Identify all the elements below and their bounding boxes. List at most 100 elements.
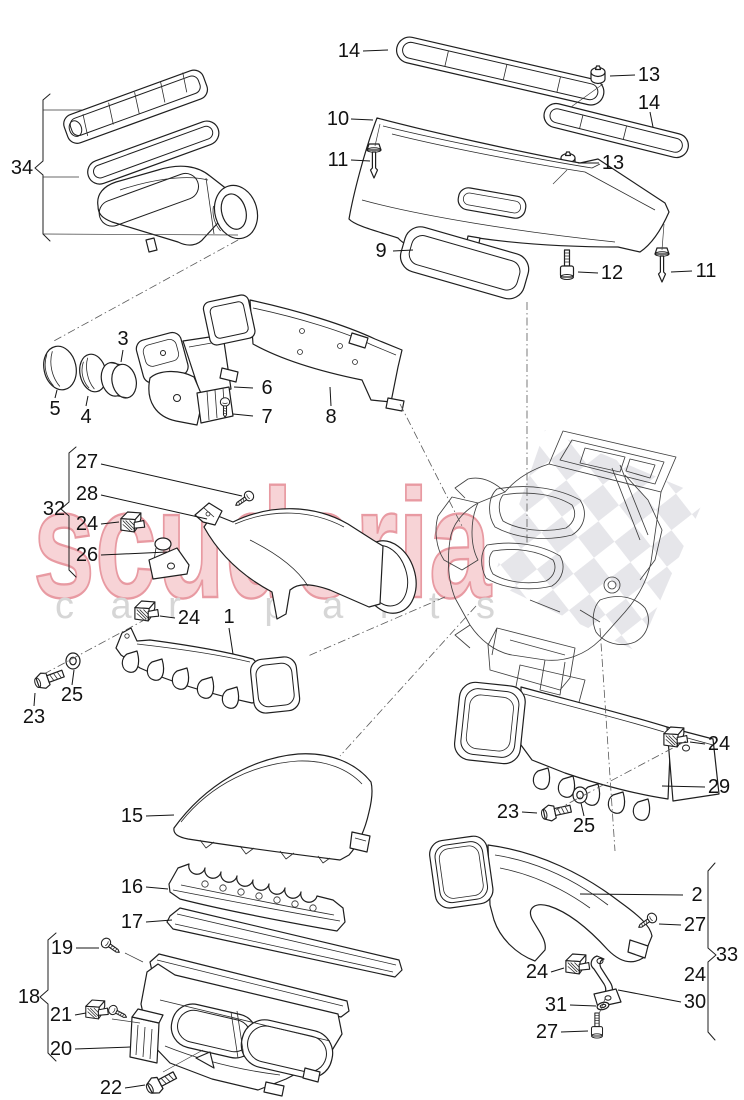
bolt-12: [559, 249, 575, 281]
branch-duct-1: [115, 627, 301, 714]
intake-housing-20: [129, 963, 343, 1097]
callout-leader-23-24: [33, 692, 36, 707]
callout-leader-25-28: [580, 802, 585, 817]
attachment-lines: [111, 83, 665, 1073]
callout-leader-16-38: [145, 886, 169, 890]
callout-leader-6-13: [233, 386, 254, 389]
callout-leader-27-36: [560, 1030, 589, 1033]
oval-vent-34: [212, 184, 259, 240]
callout-leader-14-3: [649, 111, 654, 128]
callout-leader-31-34: [569, 1004, 597, 1007]
callout-leader-14-1: [362, 49, 389, 52]
callout-label-27-36: 27: [536, 1021, 558, 1043]
callout-label-5-11: 5: [49, 398, 60, 420]
callout-label-29-26: 29: [708, 776, 730, 798]
callout-leader-25-23: [71, 669, 75, 686]
callout-label-26-20: 26: [76, 544, 98, 566]
callout-label-6-13: 6: [261, 377, 272, 399]
callout-leader-28-17: [100, 494, 208, 520]
bracket-18: [39, 932, 57, 1062]
callout-label-23-27: 23: [497, 801, 519, 823]
callout-leader-8-15: [329, 386, 332, 407]
callout-leader-21-42: [74, 1012, 87, 1016]
gasket-9: [399, 226, 530, 300]
callout-leader-29-26: [661, 785, 706, 788]
callout-label-13-2: 13: [638, 64, 660, 86]
clip-21: [85, 999, 109, 1020]
callout-label-14-1: 14: [338, 40, 360, 62]
screw-21: [106, 1003, 130, 1022]
flap-housing-6: [135, 331, 239, 426]
callout-label-14-3: 14: [638, 92, 660, 114]
callout-label-2-29: 2: [691, 884, 702, 906]
vent-grille-14a: [396, 36, 605, 106]
callout-leader-20-43: [74, 1046, 131, 1050]
callout-leader-23-27: [521, 811, 538, 814]
part-group-34: [34, 69, 259, 253]
duct-panel-10: [348, 117, 670, 253]
rivet-11b: [654, 247, 670, 283]
curved-duct-2: [429, 835, 653, 963]
branch-duct-29: [453, 681, 720, 821]
callout-leader-24-25: [689, 741, 706, 745]
callout-leader-9-7: [392, 249, 414, 252]
bolt-27c: [590, 1012, 604, 1039]
callout-label-17-39: 17: [121, 911, 143, 933]
callout-label-30-35: 30: [684, 991, 706, 1013]
part-group-top-right: [348, 36, 689, 300]
bolt-23b: [539, 800, 573, 824]
callout-leader-1-22: [228, 627, 234, 655]
air-duct-8: [202, 294, 405, 412]
callout-label-24-21: 24: [178, 607, 200, 629]
callout-label-13-6: 13: [602, 152, 624, 174]
callout-leader-27-30: [658, 923, 682, 926]
retaining-strap-30: [590, 955, 622, 1008]
part-group-32: [60, 446, 417, 620]
callout-label-12-8: 12: [601, 262, 623, 284]
callout-leader-24-21: [159, 615, 176, 619]
callout-label-25-23: 25: [61, 684, 83, 706]
callout-label-27-30: 27: [684, 914, 706, 936]
callout-label-4-12: 4: [80, 406, 91, 428]
callout-label-25-28: 25: [573, 815, 595, 837]
bolt-22: [142, 1067, 180, 1098]
callout-leader-27-16: [100, 463, 243, 497]
callout-leader-3-10: [120, 349, 124, 363]
callout-label-7-14: 7: [261, 406, 272, 428]
callout-leader-12-8: [577, 271, 599, 274]
callout-label-8-15: 8: [325, 406, 336, 428]
part-group-33: [429, 835, 717, 1041]
callout-label-15-37: 15: [121, 805, 143, 827]
callout-label-32-18: 32: [43, 498, 65, 520]
bracket-34-ticks: [42, 109, 239, 236]
callout-leader-17-39: [145, 919, 173, 923]
callout-label-28-17: 28: [76, 483, 98, 505]
callout-label-22-44: 22: [100, 1077, 122, 1099]
callout-leader-4-12: [85, 395, 89, 407]
callout-label-9-7: 9: [375, 240, 386, 262]
callout-label-33-31: 33: [716, 944, 738, 966]
callout-label-1-22: 1: [223, 606, 234, 628]
callout-label-27-16: 27: [76, 451, 98, 473]
callout-leader-7-14: [232, 413, 254, 417]
assembly-axes: [43, 239, 687, 852]
vent-grille-34: [63, 69, 209, 144]
grommet-5: [43, 345, 77, 391]
callout-leader-11-9: [670, 270, 693, 273]
heater-box: [435, 430, 677, 707]
callout-leader-26-20: [100, 551, 168, 556]
callout-leader-5-11: [54, 389, 58, 399]
callout-leader-13-2: [609, 74, 636, 77]
callout-label-16-38: 16: [121, 876, 143, 898]
bracket-26: [148, 537, 190, 580]
bracket-32: [60, 446, 77, 578]
callout-label-19-40: 19: [51, 937, 73, 959]
part-group-duct-29: [453, 681, 720, 824]
callout-label-18-41: 18: [18, 986, 40, 1008]
callout-label-21-42: 21: [50, 1004, 72, 1026]
callout-label-24-19: 24: [76, 513, 98, 535]
callout-label-24-32: 24: [684, 964, 706, 986]
